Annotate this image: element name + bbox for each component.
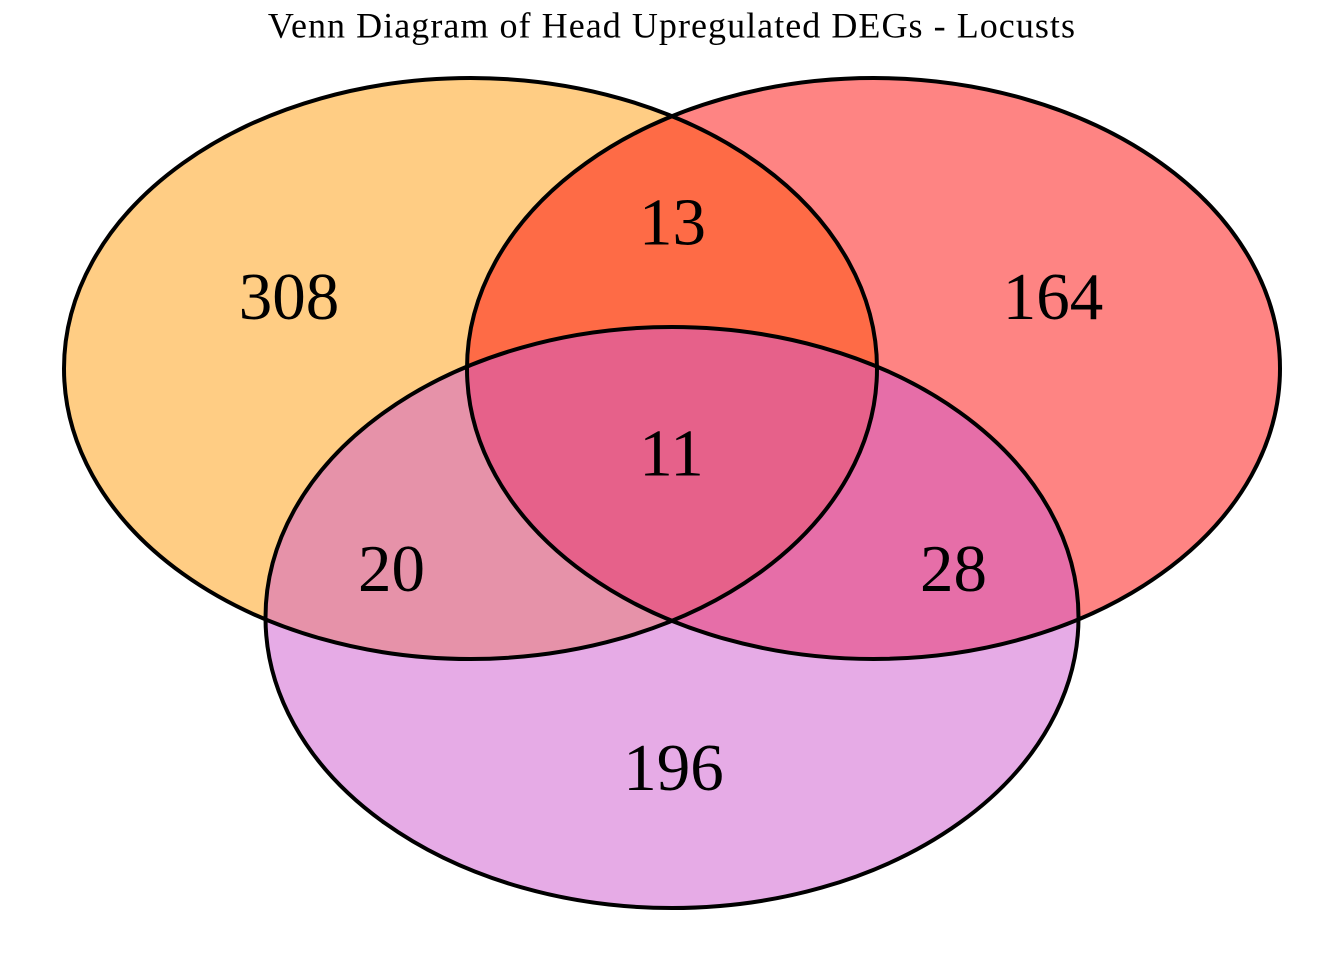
svg-text:11: 11	[639, 417, 704, 491]
svg-text:13: 13	[639, 186, 706, 260]
svg-text:20: 20	[358, 532, 425, 606]
svg-text:164: 164	[1003, 260, 1104, 334]
svg-text:308: 308	[239, 260, 340, 334]
svg-text:196: 196	[623, 731, 724, 805]
svg-text:Venn Diagram of Head Upregulat: Venn Diagram of Head Upregulated DEGs - …	[268, 6, 1076, 46]
svg-text:28: 28	[920, 532, 987, 606]
